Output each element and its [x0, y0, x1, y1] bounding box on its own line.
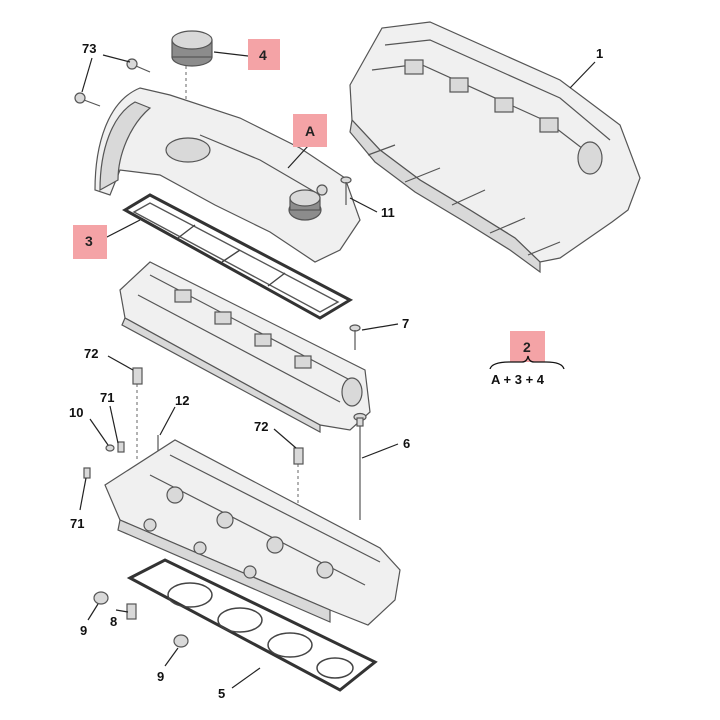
leader-5 [231, 667, 261, 689]
leader-A [287, 145, 309, 169]
leader-12 [159, 406, 176, 436]
cylinder-head-part-1 [349, 21, 641, 274]
bolt-11 [340, 176, 352, 205]
callout-9-lower: 9 [157, 669, 164, 684]
leader-71-lower [79, 477, 87, 511]
assembly-formula: A + 3 + 4 [491, 372, 545, 387]
valve-cover-part-A [94, 87, 361, 263]
leader-7 [361, 323, 399, 331]
callout-12: 12 [175, 393, 189, 408]
leader-71-upper [109, 405, 119, 444]
leader-1 [569, 61, 596, 89]
sleeve-8 [126, 603, 137, 620]
pin-71-upper [117, 441, 125, 453]
callout-71-upper: 71 [100, 390, 114, 405]
callout-4: 4 [259, 47, 267, 63]
lower-cylinder-head [104, 439, 401, 626]
leader-73-a [102, 54, 131, 63]
leader-73-b [81, 57, 93, 93]
callout-9-upper: 9 [80, 623, 87, 638]
callout-5: 5 [218, 686, 225, 701]
dowel-72-lower [293, 447, 304, 520]
leader-4 [213, 51, 249, 57]
oil-filler-cap-part-4 [171, 30, 213, 140]
callout-11: 11 [381, 205, 395, 220]
formula-brace [489, 355, 565, 370]
callout-10: 10 [69, 405, 83, 420]
dowel-72-upper [132, 367, 143, 460]
callout-72-lower: 72 [254, 419, 268, 434]
leader-9-lower [164, 647, 179, 667]
callout-box-4 [248, 39, 280, 70]
leader-10 [89, 418, 109, 446]
callout-6: 6 [403, 436, 410, 451]
leader-3 [104, 219, 141, 239]
callout-1: 1 [596, 46, 603, 61]
leader-9-upper [87, 603, 99, 621]
leader-6 [361, 443, 399, 459]
callout-7: 7 [402, 316, 409, 331]
callout-71-lower: 71 [70, 516, 84, 531]
plug-9-upper [93, 591, 109, 605]
callout-73: 73 [82, 41, 96, 56]
bolt-7 [349, 324, 361, 350]
callout-72-upper: 72 [84, 346, 98, 361]
leader-11 [349, 197, 378, 213]
callout-3: 3 [85, 233, 93, 249]
callout-box-A [293, 114, 327, 147]
leader-8 [115, 609, 129, 613]
callout-2: 2 [523, 339, 531, 355]
leader-72-lower [273, 428, 297, 449]
callout-8: 8 [110, 614, 117, 629]
cover-gasket-part-3 [121, 193, 354, 320]
head-gasket-part-5 [126, 558, 378, 692]
plug-9-lower [173, 634, 189, 648]
callout-box-3 [73, 225, 107, 259]
pin-71-lower [83, 467, 91, 479]
leader-72-upper [107, 355, 134, 371]
ring-10 [105, 444, 115, 452]
camshaft-carrier [119, 261, 371, 434]
callout-A: A [305, 123, 315, 139]
head-bolt-6 [353, 412, 367, 520]
